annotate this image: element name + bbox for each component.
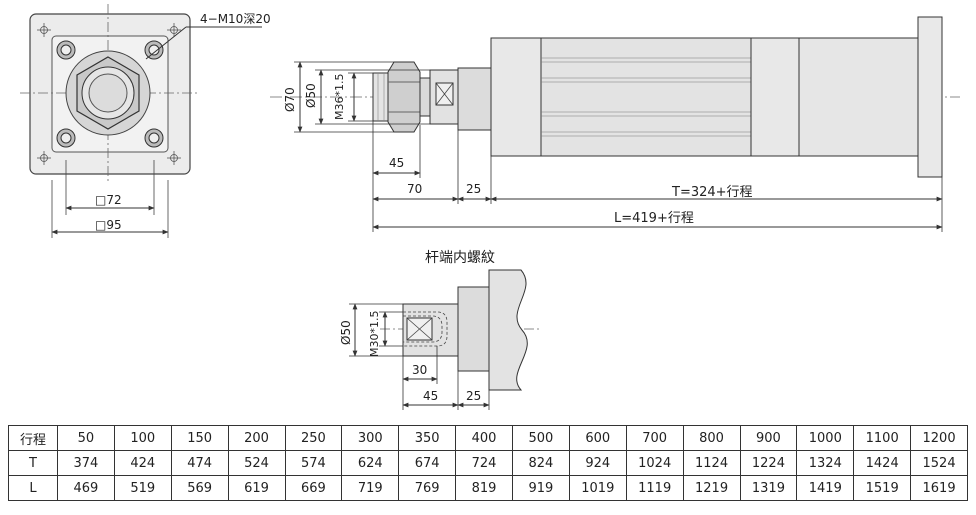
table-cell: 1619 (910, 475, 968, 501)
dia-50-inner-label: Ø50 (339, 320, 353, 345)
table-header-cell: 900 (739, 425, 798, 451)
table-cell: 424 (113, 450, 172, 476)
table-cell: 569 (170, 475, 229, 501)
dim-25-top-label: 25 (466, 182, 481, 196)
table-cell: 1419 (796, 475, 855, 501)
table-cell: 474 (170, 450, 229, 476)
table-header-cell: 行程 (8, 425, 58, 451)
table-header-cell: 200 (227, 425, 286, 451)
rod-end-detail (380, 269, 540, 391)
table-header-cell: 700 (625, 425, 684, 451)
table-header-cell: 1000 (796, 425, 855, 451)
dim-45-bottom-label: 45 (423, 389, 438, 403)
spec-table: 行程 50 100 150 200 250 300 350 400 500 60… (8, 425, 968, 501)
technical-drawing: 4−M10深20 □72 □95 (20, 4, 960, 410)
table-cell: 624 (341, 450, 400, 476)
table-cell: 724 (455, 450, 513, 476)
dia-70-label: Ø70 (283, 87, 297, 112)
table-row: T 374 424 474 524 574 624 674 724 824 92… (8, 450, 968, 476)
table-cell: 769 (398, 475, 457, 501)
table-cell: 374 (57, 450, 115, 476)
dim-70-label: 70 (407, 182, 422, 196)
table-cell: 1019 (568, 475, 627, 501)
table-header-cell: 50 (57, 425, 115, 451)
dim-L-label: L=419+行程 (614, 211, 694, 226)
table-cell: 669 (284, 475, 343, 501)
table-header-cell: 100 (113, 425, 172, 451)
table-cell: 1319 (739, 475, 798, 501)
table-cell: 619 (227, 475, 286, 501)
table-cell: 1119 (625, 475, 684, 501)
table-cell: 1124 (682, 450, 741, 476)
table-cell: T (8, 450, 58, 476)
dia-50-label: Ø50 (304, 83, 318, 108)
table-cell: 574 (284, 450, 343, 476)
table-cell: 824 (512, 450, 570, 476)
table-cell: 1324 (796, 450, 855, 476)
table-header-cell: 400 (455, 425, 513, 451)
table-row: L 469 519 569 619 669 719 769 819 919 10… (8, 475, 968, 501)
table-header-cell: 500 (512, 425, 570, 451)
table-cell: 924 (568, 450, 627, 476)
thread-m36-label: M36*1.5 (333, 74, 346, 120)
table-cell: 1519 (853, 475, 912, 501)
dim-T-label: T=324+行程 (671, 185, 753, 200)
thread-m30-label: M30*1.5 (368, 311, 381, 357)
table-header-cell: 600 (568, 425, 627, 451)
table-header-cell: 800 (682, 425, 741, 451)
table-header-cell: 350 (398, 425, 457, 451)
table-cell: 469 (57, 475, 115, 501)
table-cell: 1524 (910, 450, 968, 476)
square-72-label: □72 (95, 193, 122, 207)
table-cell: 1424 (853, 450, 912, 476)
table-header-cell: 250 (284, 425, 343, 451)
table-cell: 674 (398, 450, 457, 476)
table-cell: 919 (512, 475, 570, 501)
section-title: 杆端内螺紋 (425, 250, 495, 266)
bolt-callout-label: 4−M10深20 (200, 12, 271, 26)
table-cell: 819 (455, 475, 513, 501)
front-view (20, 4, 262, 238)
table-header-cell: 150 (170, 425, 229, 451)
dim-45-top-label: 45 (389, 156, 404, 170)
table-cell: 519 (113, 475, 172, 501)
dim-25-bottom-label: 25 (466, 389, 481, 403)
table-header-cell: 300 (341, 425, 400, 451)
table-cell: L (8, 475, 58, 501)
table-header-cell: 1100 (853, 425, 912, 451)
side-view (270, 16, 960, 178)
table-cell: 524 (227, 450, 286, 476)
table-cell: 719 (341, 475, 400, 501)
table-cell: 1224 (739, 450, 798, 476)
rod-end-dimensions (349, 303, 490, 410)
table-header-cell: 1200 (910, 425, 968, 451)
table-header-row: 行程 50 100 150 200 250 300 350 400 500 60… (8, 425, 968, 451)
side-view-dimensions (294, 61, 943, 232)
table-cell: 1219 (682, 475, 741, 501)
table-cell: 1024 (625, 450, 684, 476)
square-95-label: □95 (95, 218, 122, 232)
dim-30-label: 30 (412, 363, 427, 377)
